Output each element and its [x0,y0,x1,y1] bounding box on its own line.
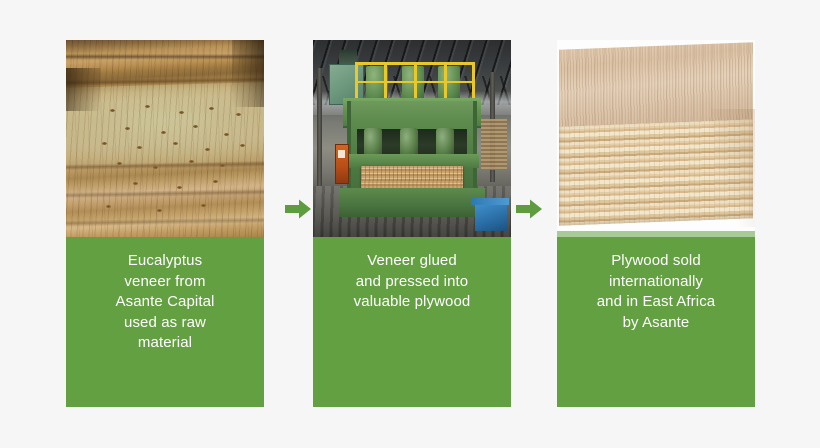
press-cylinder-3 [435,127,454,158]
flow-step-3[interactable]: Plywood sold internationally and in East… [557,40,755,407]
arrow-right-icon [285,199,311,219]
flow-step-1-caption: Eucalyptus veneer from Asante Capital us… [66,237,264,407]
veneer-stack-body [66,40,264,237]
stacked-lumber-background [481,118,508,171]
press-tank-1 [366,65,389,102]
hydraulic-stack [338,49,357,68]
flow-step-3-caption: Plywood sold internationally and in East… [557,237,755,407]
press-base [338,187,486,218]
hydraulic-press-machine-photo [313,40,511,237]
flow-step-3-caption-text: Plywood sold internationally and in East… [596,252,716,331]
press-tank-3 [437,65,460,102]
finished-plywood-sheets-photo [557,40,755,237]
flow-step-1-caption-text: Eucalyptus veneer from Asante Capital us… [115,252,215,351]
eucalyptus-veneer-stack-photo [66,40,264,237]
hydraulic-tank-box [328,63,365,105]
press-mid-beam [344,154,480,169]
flow-step-1[interactable]: Eucalyptus veneer from Asante Capital us… [66,40,264,407]
veneer-shadow-left [66,67,100,111]
press-tank-2 [402,65,424,102]
yellow-safety-railing [354,61,476,102]
flow-step-2[interactable]: Veneer glued and pressed into valuable p… [313,40,511,407]
plywood-in-press [360,166,464,192]
blue-rail-equipment [471,197,510,206]
veneer-knots [66,40,264,237]
plywood-product-scene [557,40,755,237]
factory-pillar-left [317,67,322,190]
plywood-corner-shadow [711,108,755,228]
plywood-photo-green-edge [557,231,755,237]
blue-cart-equipment [475,205,508,232]
flow-step-2-caption-text: Veneer glued and pressed into valuable p… [353,252,471,310]
control-panel-box [334,144,349,184]
press-cylinder-2 [400,127,418,158]
factory-interior-scene [313,40,511,237]
arrow-right-icon [516,199,542,219]
flow-step-2-caption: Veneer glued and pressed into valuable p… [313,237,511,407]
press-cylinder-1 [364,127,383,158]
veneer-shadow-right [232,40,264,107]
